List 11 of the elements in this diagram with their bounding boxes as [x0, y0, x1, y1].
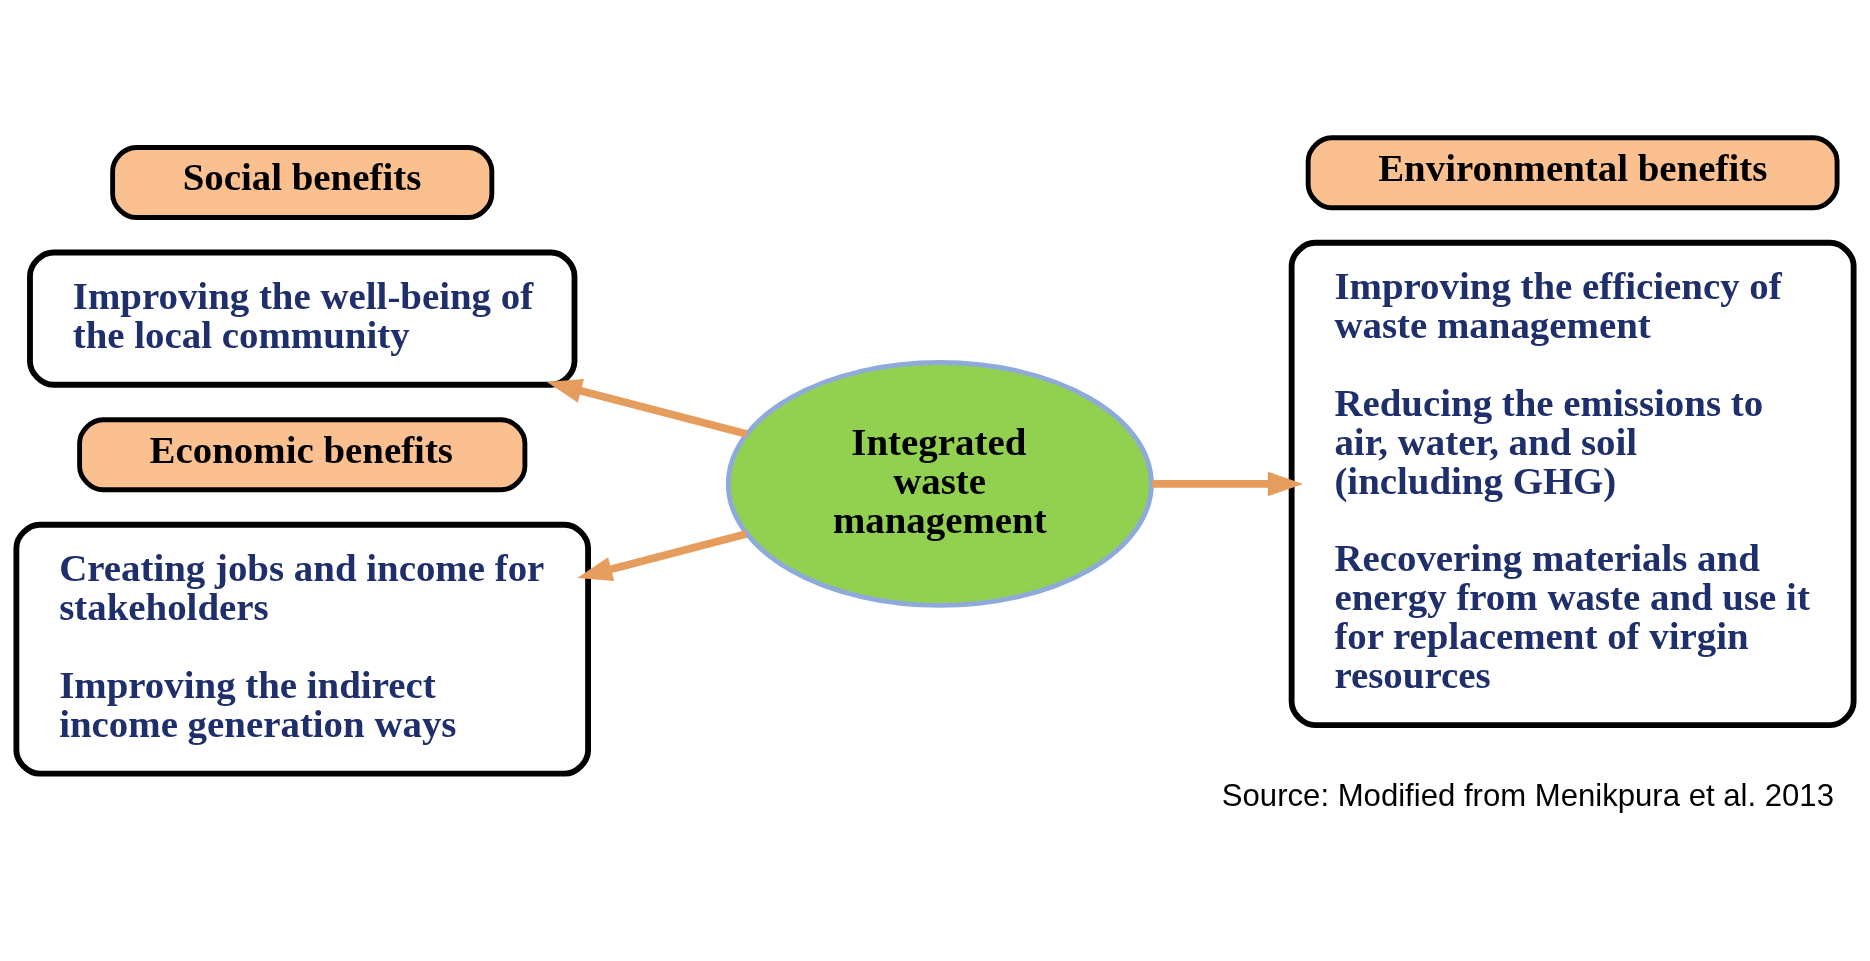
- node-ellipse: Integrated waste management: [725, 359, 1154, 608]
- arrow: [577, 529, 748, 581]
- node-box: Improving the well-being of the local community: [27, 249, 578, 388]
- node-box: Improving the efficiency of waste management Reducing the emissions to air, water, and soil (including GHG) Recovering materials and energy from waste and use it for replacement of virgin resources: [1288, 239, 1857, 728]
- arrow: [546, 378, 748, 438]
- node-box: Environmental benefits: [1305, 134, 1840, 210]
- caption: Source: Modified from Menikpura et al. 2013: [1221, 777, 1834, 813]
- node-box: Creating jobs and income for stakeholders Improving the indirect income generation ways: [13, 521, 591, 777]
- node-box: Economic benefits: [77, 416, 528, 492]
- arrow: [1152, 471, 1304, 496]
- node-box: Social benefits: [110, 144, 495, 220]
